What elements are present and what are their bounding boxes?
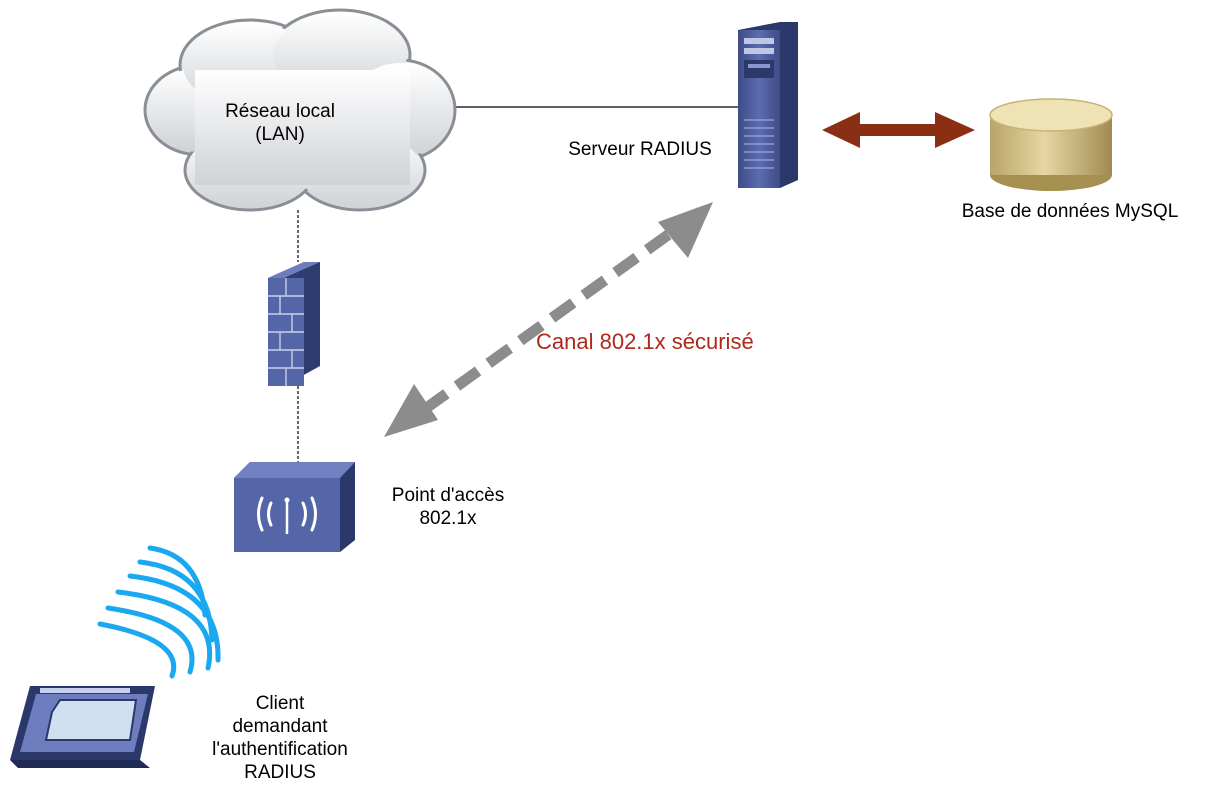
access-point-label-line-2: 802.1x	[419, 508, 477, 529]
tower-server-icon	[738, 22, 798, 188]
cloud-icon	[143, 8, 457, 212]
lan-label: Réseau local (LAN)	[190, 100, 370, 146]
lan-label-line-1: Réseau local	[225, 101, 335, 122]
database-cylinder-icon	[989, 98, 1113, 191]
access-point-label: Point d'accès 802.1x	[378, 484, 518, 530]
brick-wall-icon	[268, 262, 320, 386]
connection-lines	[297, 106, 738, 462]
wifi-waves-icon	[97, 545, 221, 679]
wireless-access-point-icon	[234, 462, 355, 552]
client-label-line-1: Client	[255, 693, 305, 714]
lan-label-line-2: (LAN)	[255, 124, 305, 145]
access-point-label-line-1: Point d'accès	[391, 485, 505, 506]
tablet-device-icon	[10, 686, 155, 768]
client-label: Client demandant l'authentification RADI…	[180, 692, 380, 784]
server-db-double-arrow	[822, 112, 975, 148]
client-label-line-3: l'authentification	[212, 739, 348, 760]
radius-server-label: Serveur RADIUS	[568, 139, 712, 160]
secure-channel-label: Canal 802.1x sécurisé	[536, 329, 754, 354]
client-label-line-4: RADIUS	[244, 762, 316, 783]
client-label-line-2: demandant	[232, 716, 328, 737]
secure-channel-arrow	[384, 202, 713, 437]
database-label: Base de données MySQL	[961, 201, 1179, 222]
